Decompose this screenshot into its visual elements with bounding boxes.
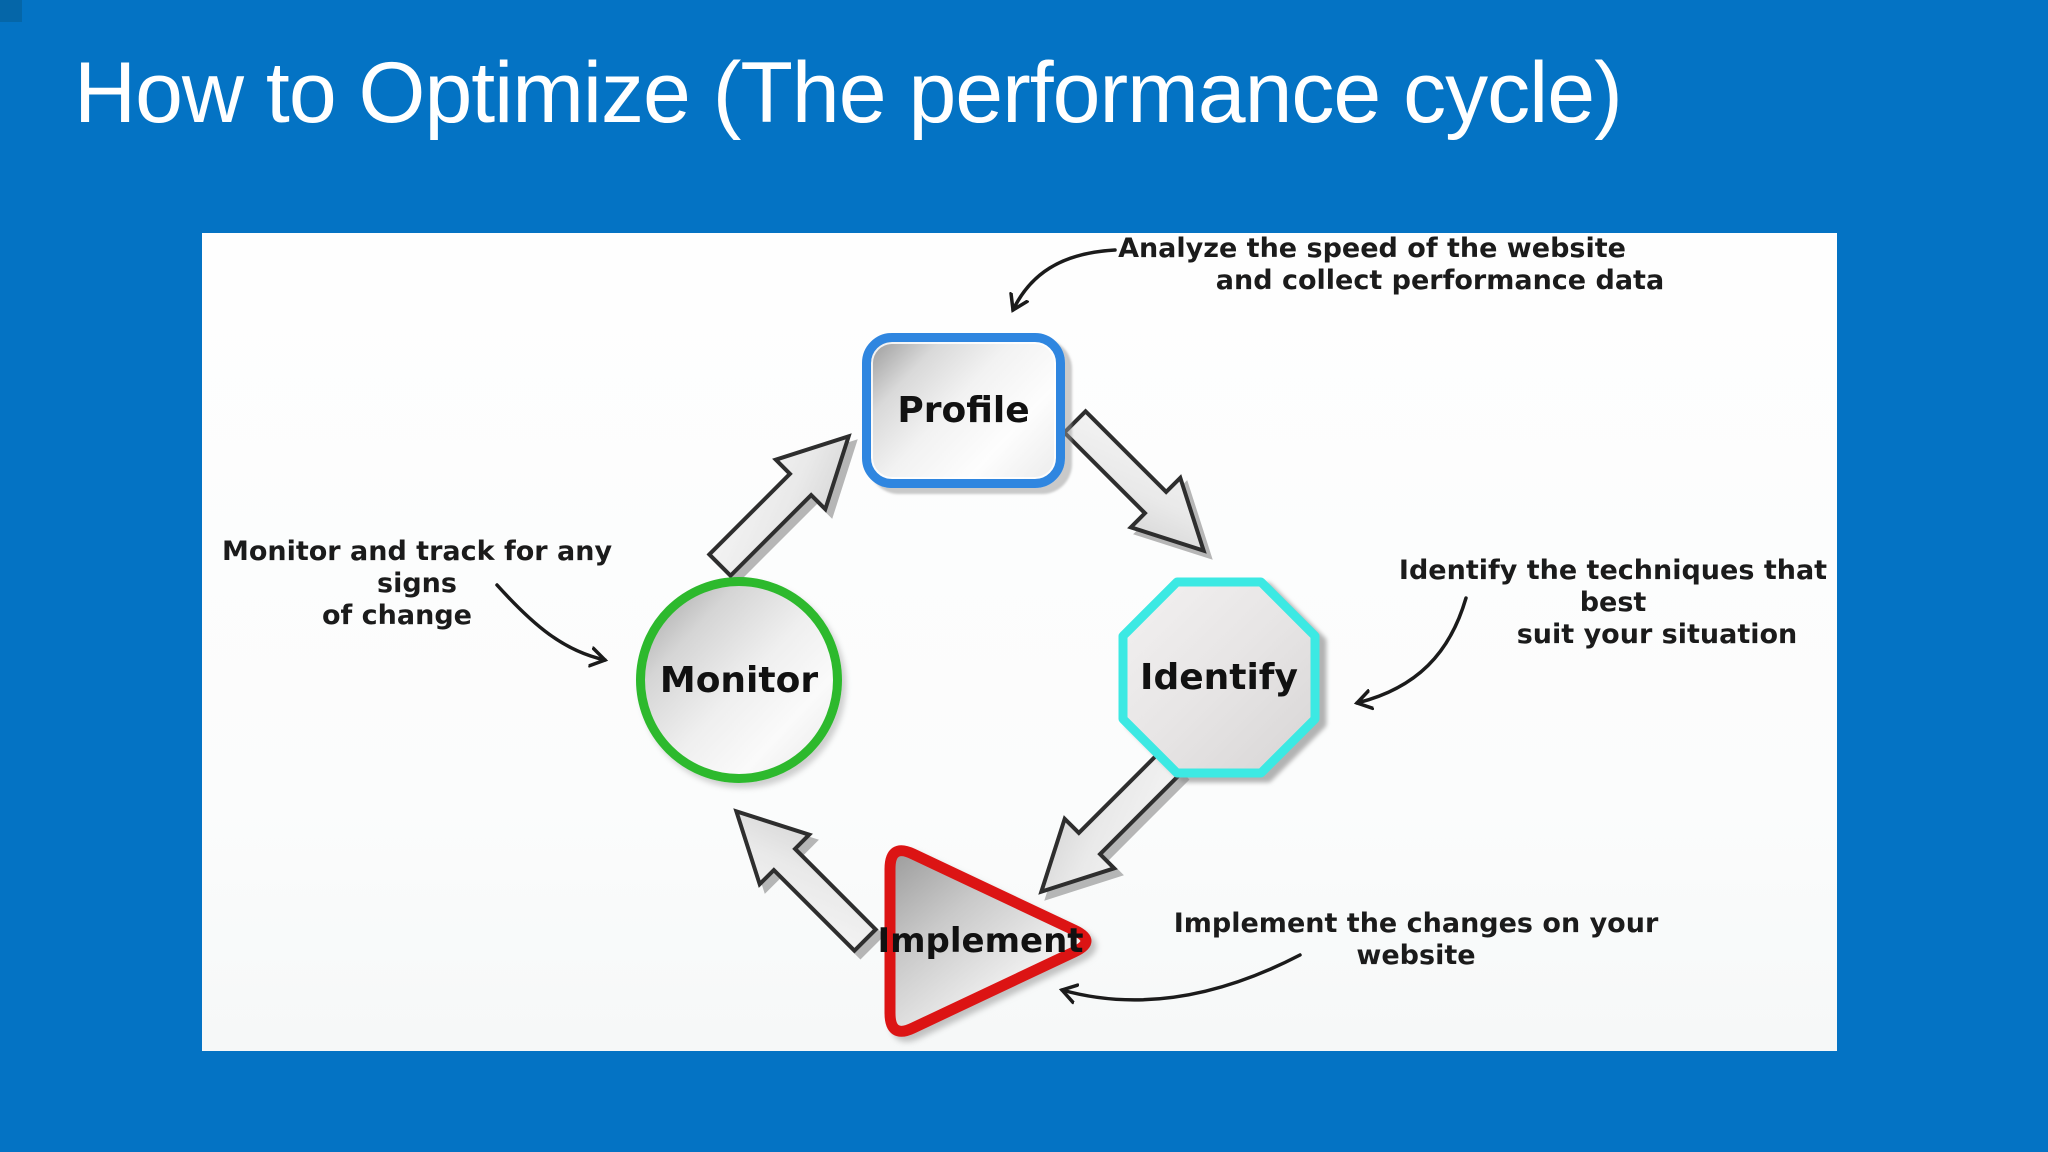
node-identify bbox=[1118, 577, 1320, 778]
annotation-profile-line1: Analyze the speed of the website bbox=[1118, 233, 1626, 264]
block-arrow-sw-icon bbox=[1038, 749, 1184, 895]
diagram-panel: Profile Identify Implement Monitor Analy… bbox=[202, 233, 1837, 1051]
node-profile-label: Profile bbox=[897, 390, 1030, 431]
annotation-identify-line1: Identify the techniques that best bbox=[1398, 555, 1828, 618]
node-monitor-label: Monitor bbox=[659, 659, 819, 701]
block-arrow-nw-icon bbox=[733, 808, 879, 954]
slide-title: How to Optimize (The performance cycle) bbox=[74, 45, 1623, 141]
annotation-arrow-profile bbox=[1013, 248, 1117, 310]
annotation-arrow-monitor bbox=[495, 583, 605, 660]
annotation-monitor: Monitor and track for any signs of chang… bbox=[202, 536, 632, 632]
annotation-implement: Implement the changes on your website bbox=[1166, 908, 1666, 972]
cycle-arrow-identify-to-implement bbox=[1005, 728, 1205, 928]
block-arrow-se-icon bbox=[1061, 408, 1207, 554]
annotation-arrow-implement bbox=[1062, 953, 1302, 1000]
cycle-arrow-implement-to-monitor bbox=[700, 775, 900, 975]
node-implement bbox=[884, 845, 1092, 1037]
annotation-identify-line2: suit your situation bbox=[1516, 619, 1798, 650]
cycle-arrow-profile-to-identify bbox=[1040, 387, 1240, 587]
annotation-profile: Analyze the speed of the website and col… bbox=[1092, 233, 1664, 297]
annotation-identify: Identify the techniques that best suit y… bbox=[1363, 555, 1863, 651]
node-monitor: Monitor bbox=[636, 577, 842, 783]
annotation-arrows bbox=[495, 248, 1468, 1051]
cycle-arrow-monitor-to-profile bbox=[685, 400, 885, 600]
node-profile: Profile bbox=[862, 333, 1065, 488]
corner-artifact bbox=[0, 0, 22, 22]
annotation-implement-line2: website bbox=[1356, 940, 1476, 971]
annotation-monitor-line2: of change bbox=[321, 600, 472, 631]
annotation-arrow-identify bbox=[1357, 596, 1468, 703]
block-arrow-ne-icon bbox=[706, 433, 852, 579]
annotation-monitor-line1: Monitor and track for any signs bbox=[221, 536, 613, 599]
annotation-implement-line1: Implement the changes on your bbox=[1173, 908, 1659, 939]
annotation-profile-line2: and collect performance data bbox=[1215, 265, 1665, 296]
